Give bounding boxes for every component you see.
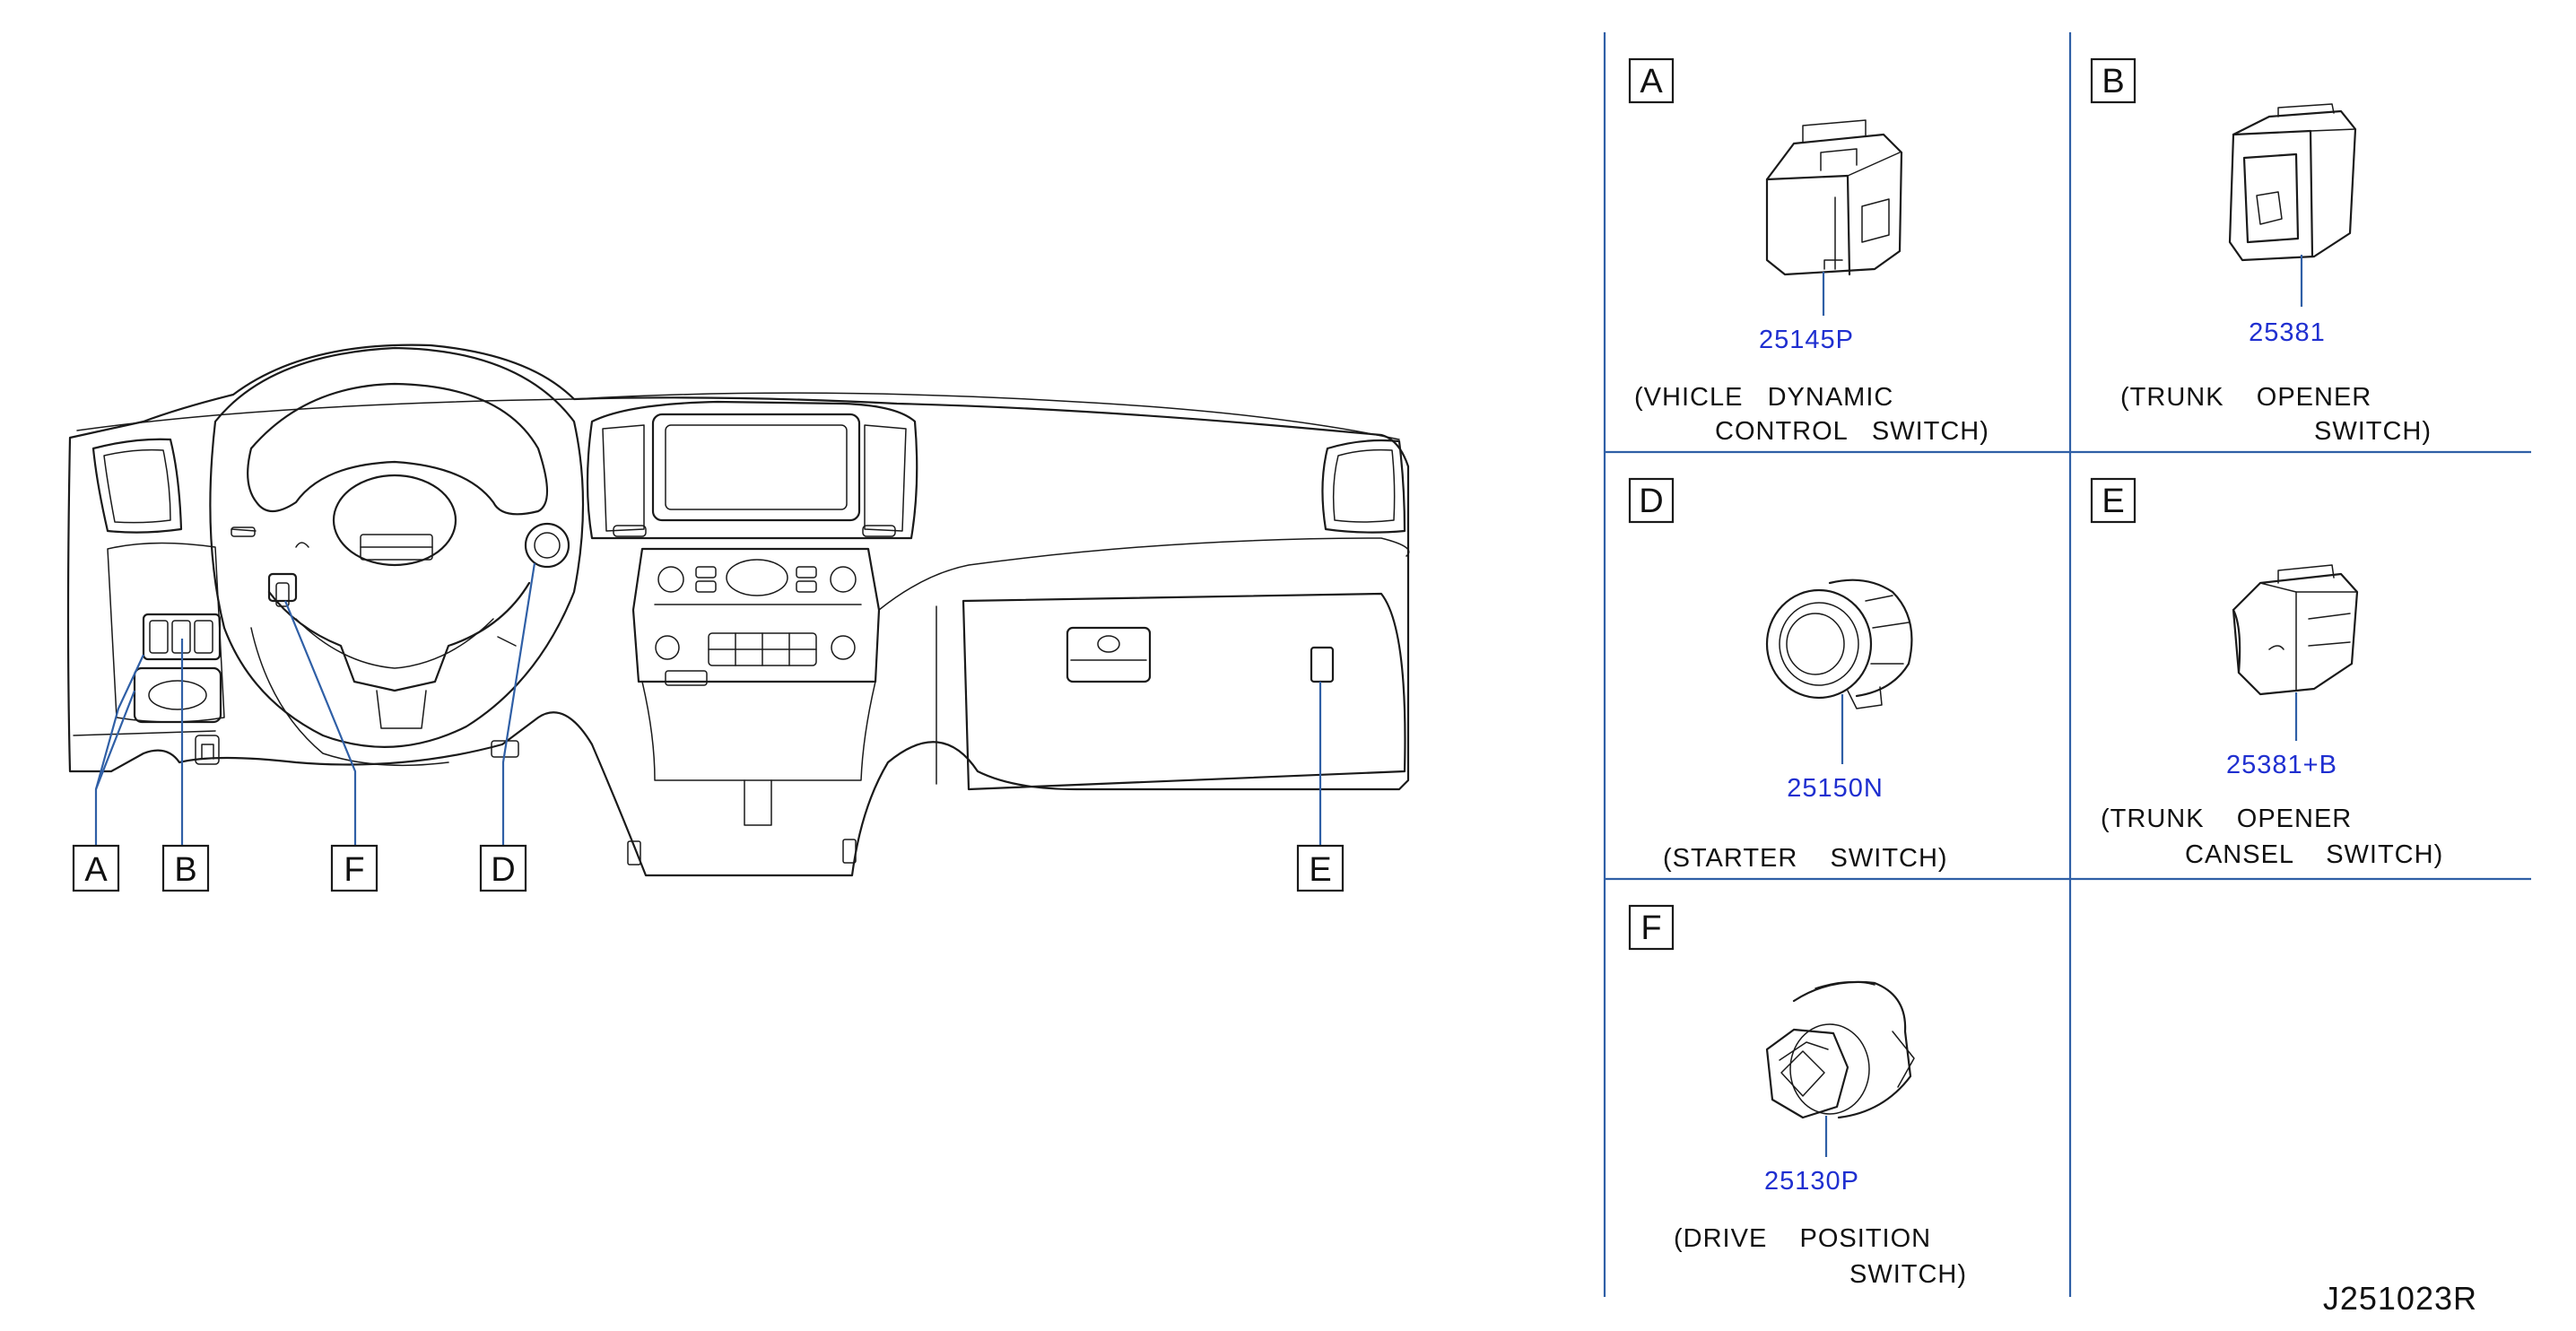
panel-f-letter: F xyxy=(1640,909,1661,947)
callout-d-label: D xyxy=(491,851,515,889)
panel-f-caption-line2: SWITCH) xyxy=(1849,1260,1967,1289)
vehicle-dynamic-control-switch-icon xyxy=(1765,119,1903,276)
panel-d-caption-line1: (STARTER SWITCH) xyxy=(1663,844,1948,873)
panel-b-caption-line1: (TRUNK OPENER xyxy=(2120,383,2371,412)
panel-d-letter: D xyxy=(1639,483,1663,520)
panel-b[interactable]: B 25381 (TRUNK OPENER SWITCH) xyxy=(2090,57,2432,446)
panel-a-caption-line2: CONTROL SWITCH) xyxy=(1715,417,1989,446)
panel-e[interactable]: E 25381+B (TRUNK OPENER CANSEL SWITCH) xyxy=(2090,477,2443,869)
panel-e-caption-line1: (TRUNK OPENER xyxy=(2101,805,2352,833)
dashboard-leader-lines xyxy=(94,562,1322,846)
drive-position-switch-icon xyxy=(1765,980,1915,1119)
panel-a-letter: A xyxy=(1640,63,1663,100)
panel-d[interactable]: D 25150N (STARTER SWITCH) xyxy=(1628,477,1948,873)
callout-d[interactable]: D xyxy=(479,844,527,892)
panel-e-part-number: 25381+B xyxy=(2226,751,2337,779)
callout-a-label: A xyxy=(84,851,108,889)
panel-d-part-number: 25150N xyxy=(1787,774,1884,803)
dashboard-illustration xyxy=(66,344,1410,877)
callout-e-label: E xyxy=(1309,851,1331,889)
panel-e-caption-line2: CANSEL SWITCH) xyxy=(2185,840,2443,869)
panel-a[interactable]: A 25145P (VHICLE DYNAMIC CONTROL SWITCH) xyxy=(1628,57,1989,446)
panel-b-letter: B xyxy=(2102,63,2124,100)
panel-a-part-number: 25145P xyxy=(1759,326,1854,354)
panel-a-caption-line1: (VHICLE DYNAMIC xyxy=(1634,383,1893,412)
callout-b[interactable]: B xyxy=(161,844,210,892)
callout-e[interactable]: E xyxy=(1296,844,1345,892)
starter-switch-icon xyxy=(1765,579,1913,709)
trunk-opener-switch-icon xyxy=(2228,103,2357,262)
callout-f[interactable]: F xyxy=(330,844,379,892)
panel-e-letter: E xyxy=(2102,483,2124,520)
panel-f[interactable]: F 25130P (DRIVE POSITION SWITCH) xyxy=(1628,904,1967,1289)
parts-grid-lines xyxy=(1603,32,2531,1297)
drawing-number: J251023R xyxy=(2323,1280,2477,1317)
callout-a[interactable]: A xyxy=(72,844,120,892)
panel-b-caption-line2: SWITCH) xyxy=(2314,417,2432,446)
callout-b-label: B xyxy=(174,851,196,889)
panel-f-caption-line1: (DRIVE POSITION xyxy=(1674,1224,1931,1253)
callout-f-label: F xyxy=(344,851,364,889)
panel-f-part-number: 25130P xyxy=(1764,1167,1859,1196)
panel-b-part-number: 25381 xyxy=(2249,318,2326,347)
trunk-opener-cancel-switch-icon xyxy=(2232,564,2359,696)
